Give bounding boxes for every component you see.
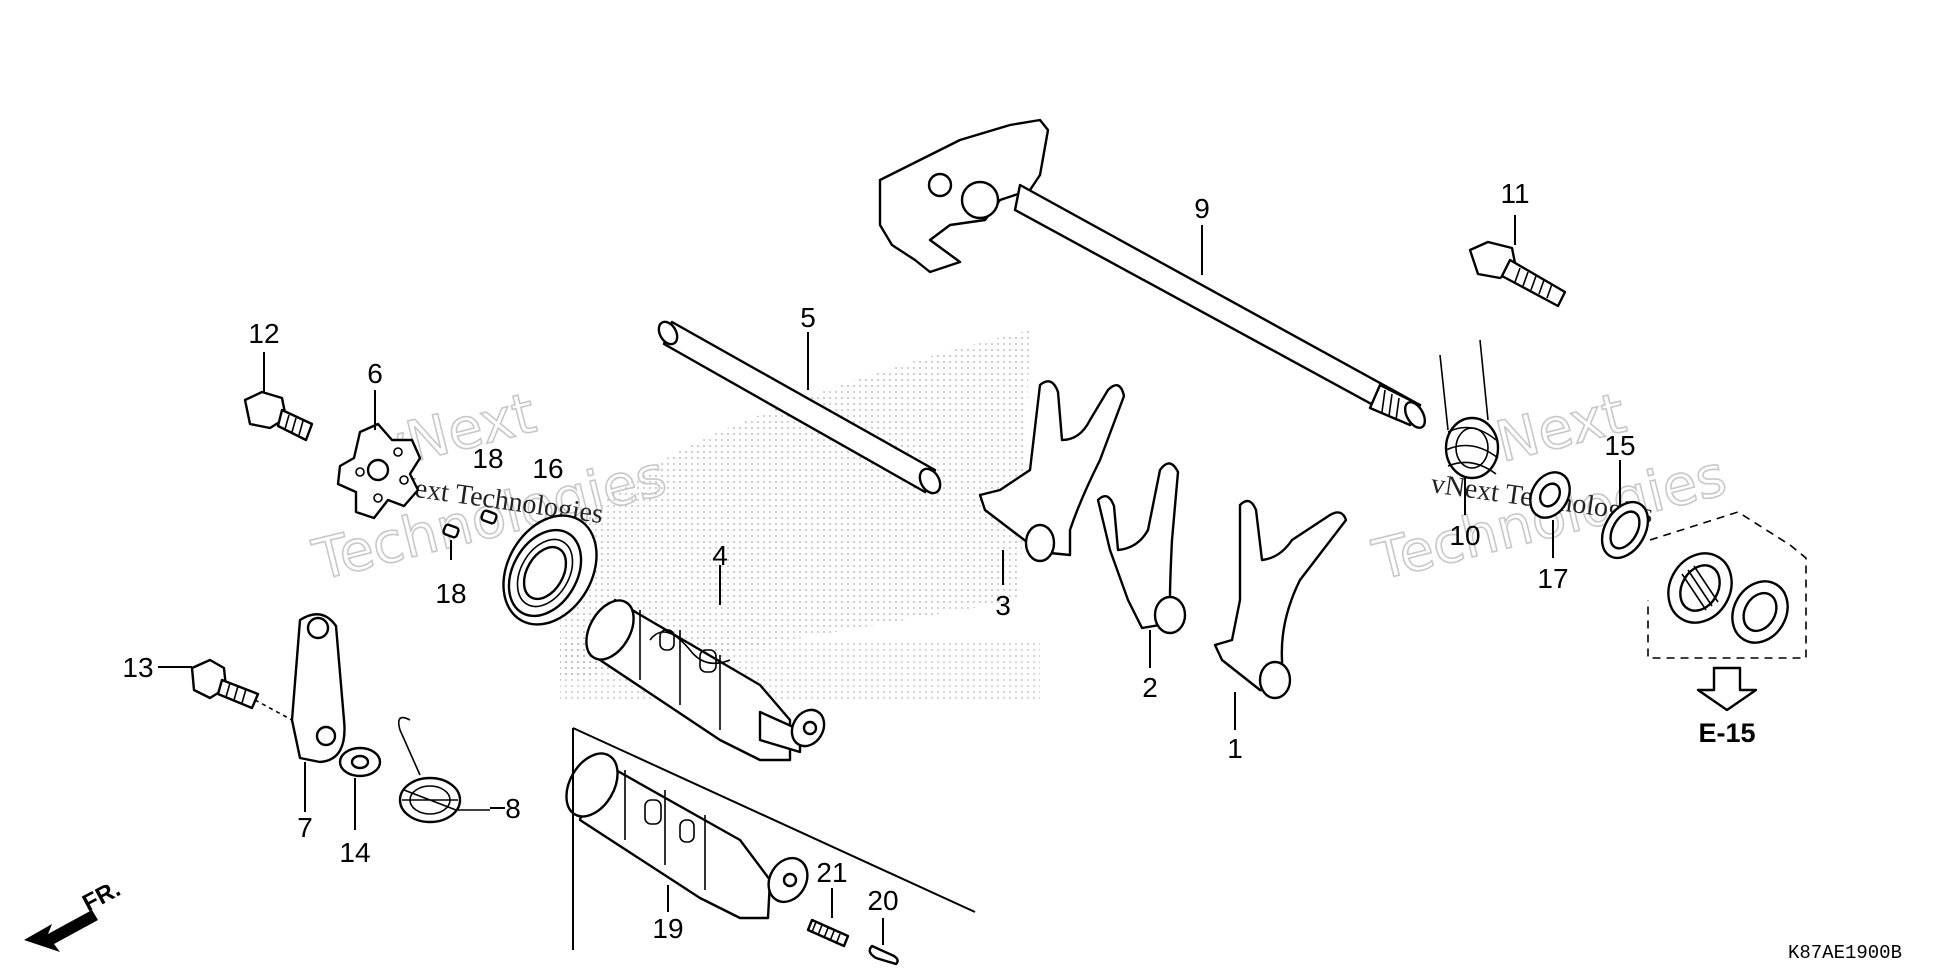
part-15-washer bbox=[1600, 500, 1650, 560]
callout-4: 4 bbox=[712, 540, 728, 571]
alt-drum-bracket bbox=[572, 727, 976, 950]
part-2-shift-fork bbox=[1096, 462, 1187, 635]
callout-18-upper: 18 bbox=[472, 443, 503, 474]
callout-1: 1 bbox=[1227, 733, 1243, 764]
diagram-code: K87AE1900B bbox=[1788, 942, 1902, 964]
callout-7: 7 bbox=[297, 812, 313, 843]
part-16-bearing bbox=[502, 514, 598, 626]
part-5-fork-shaft bbox=[657, 320, 942, 495]
part-21-spring bbox=[806, 918, 850, 948]
e15-reference-group: E-15 bbox=[1647, 511, 1807, 748]
callout-2: 2 bbox=[1142, 672, 1158, 703]
part-4-shift-drum bbox=[585, 598, 826, 762]
front-direction-indicator: FR. bbox=[24, 875, 125, 952]
callout-8: 8 bbox=[505, 793, 521, 824]
callout-10: 10 bbox=[1449, 520, 1480, 551]
callout-18-lower: 18 bbox=[435, 578, 466, 609]
callout-5: 5 bbox=[800, 302, 816, 333]
callout-13: 13 bbox=[122, 652, 153, 683]
part-18-dowel-pins bbox=[442, 509, 498, 539]
part-1-shift-fork bbox=[1213, 499, 1348, 700]
part-7-stopper-arm bbox=[290, 613, 346, 764]
part-14-washer bbox=[338, 746, 382, 778]
part-9-shift-spindle bbox=[878, 118, 1427, 429]
callout-labels: 1 2 3 4 5 6 7 8 9 10 11 12 13 14 15 16 1… bbox=[122, 178, 1635, 944]
front-arrow-icon bbox=[24, 910, 98, 952]
part-20-pin bbox=[868, 944, 899, 966]
callout-20: 20 bbox=[867, 885, 898, 916]
leader-lines bbox=[158, 215, 1621, 945]
part-19-shift-drum bbox=[565, 752, 809, 920]
callout-17: 17 bbox=[1537, 563, 1568, 594]
callout-3: 3 bbox=[995, 590, 1011, 621]
part-3-shift-fork bbox=[978, 380, 1126, 563]
callout-11: 11 bbox=[1500, 178, 1529, 209]
front-label: FR. bbox=[78, 875, 125, 917]
callout-14: 14 bbox=[339, 837, 370, 868]
callout-9: 9 bbox=[1194, 193, 1210, 224]
part-10-return-spring bbox=[1439, 339, 1500, 480]
part-8-stopper-spring bbox=[397, 716, 490, 824]
part-17-seal bbox=[1529, 471, 1571, 519]
part-12-bolt bbox=[243, 390, 314, 442]
callout-12: 12 bbox=[248, 318, 279, 349]
reference-e15-label: E-15 bbox=[1698, 718, 1755, 748]
part-11-bolt bbox=[1468, 240, 1567, 308]
callout-15: 15 bbox=[1604, 430, 1635, 461]
callout-19: 19 bbox=[652, 913, 683, 944]
part-6-stopper-plate bbox=[336, 422, 422, 520]
part-13-bolt bbox=[190, 658, 293, 721]
callout-6: 6 bbox=[367, 358, 383, 389]
callout-21: 21 bbox=[816, 857, 847, 888]
down-arrow-icon bbox=[1696, 666, 1758, 712]
callout-16: 16 bbox=[532, 453, 563, 484]
